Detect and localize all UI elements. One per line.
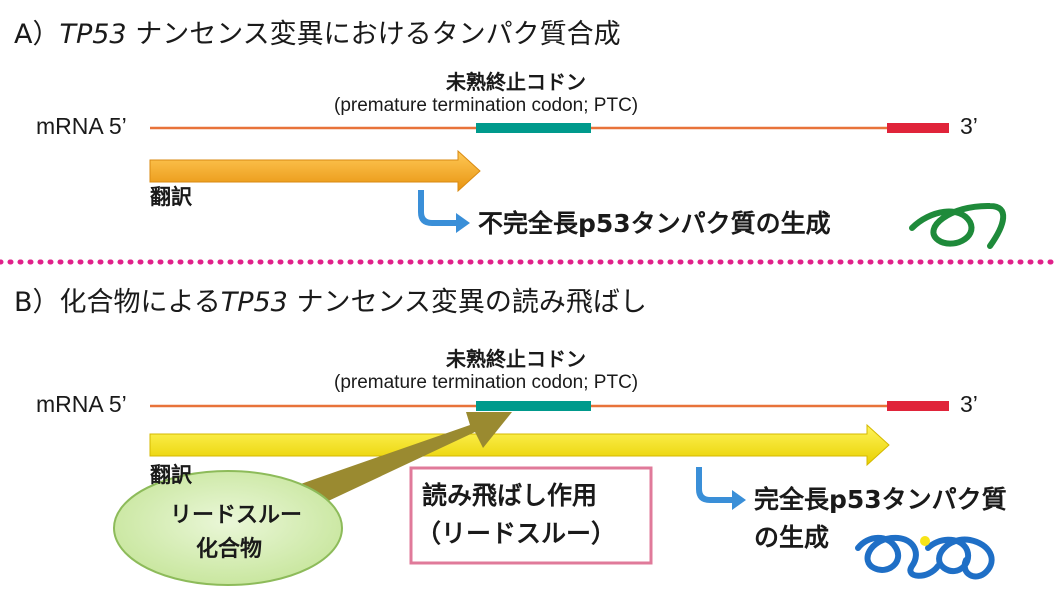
compound-label-line1: リードスルー [170,503,303,528]
full-protein-icon [855,534,995,580]
mrna-3prime-label-a: 3’ [960,113,978,139]
mrna-3prime-label-b: 3’ [960,391,978,417]
section-a-title: A）TP53 ナンセンス変異におけるタンパク質合成 [14,19,621,50]
ptc-segment-b [476,401,591,411]
translation-arrow-b [149,423,890,467]
stop-codon-b [887,401,949,411]
protein-highlight-dot [920,536,930,546]
action-label-line1: 読み飛ばし作用 [422,481,598,510]
bend-arrow-b [696,467,746,510]
compound-arrow [272,412,512,518]
translation-label-a: 翻訳 [150,185,192,209]
compound-label-line2: 化合物 [196,537,263,562]
result-label-b-line1: 完全長p53タンパク質 [754,485,1007,514]
action-label-line2: （リードスルー） [416,519,617,548]
mrna-5prime-label-a: mRNA 5’ [36,113,127,139]
ptc-segment-a [476,123,591,133]
mrna-5prime-label-b: mRNA 5’ [36,391,127,417]
stop-codon-a [887,123,949,133]
bend-arrow-a [418,190,470,233]
ptc-sublabel-b: (premature termination codon; PTC) [334,372,639,393]
section-b-title: B）化合物によるTP53 ナンセンス変異の読み飛ばし [14,287,647,318]
result-label-a: 不完全長p53タンパク質の生成 [478,209,831,238]
ptc-label-a: 未熟終止コドン [446,70,586,94]
result-label-b-line2: の生成 [754,523,830,552]
compound-ellipse [113,470,343,586]
action-box [409,466,653,565]
translation-arrow-a [149,149,481,193]
ptc-label-b: 未熟終止コドン [446,347,586,371]
ptc-sublabel-a: (premature termination codon; PTC) [334,95,639,116]
translation-label-b: 翻訳 [150,463,192,487]
partial-protein-icon [909,202,1007,249]
